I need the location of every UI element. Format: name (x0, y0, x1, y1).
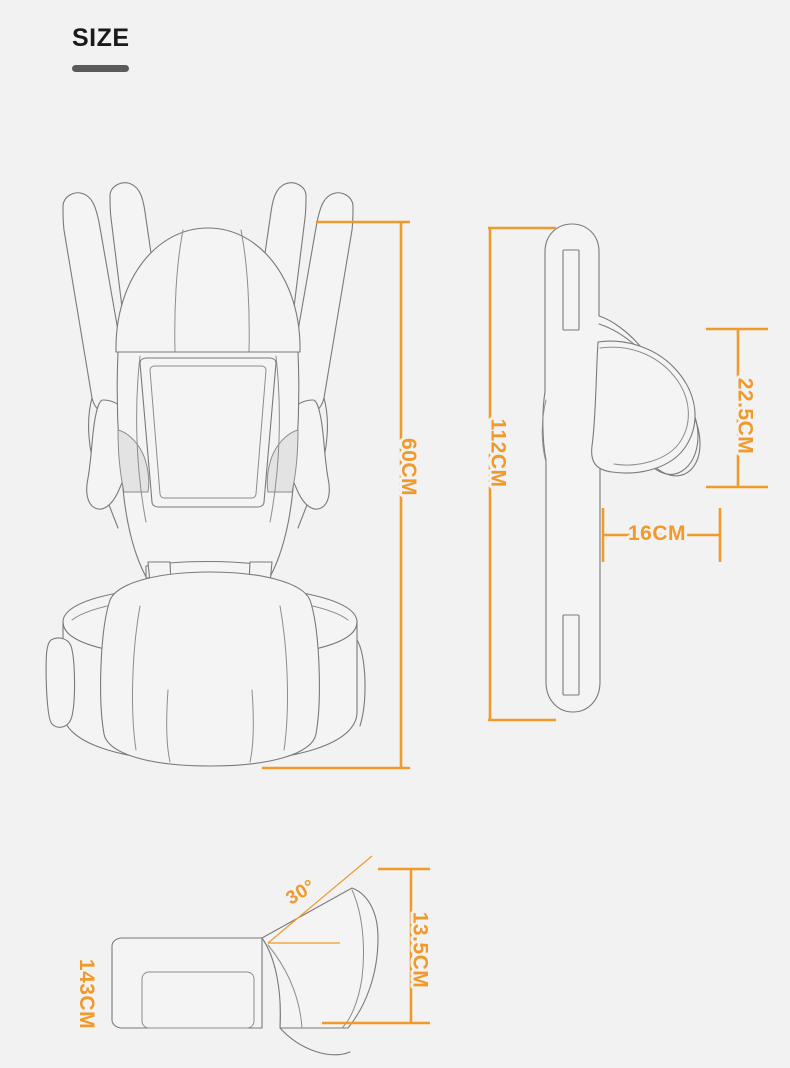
title-underline-rule (72, 65, 129, 72)
page-title: SIZE (72, 24, 130, 52)
dimension-lines-group (262, 220, 768, 1025)
dimension-label-60cm: 60CM (397, 437, 421, 497)
dimension-label-16cm: 16CM (628, 522, 687, 545)
dimension-label-13-5cm: 13.5CM (408, 911, 432, 989)
side-view-group (541, 223, 701, 713)
dimension-label-143cm: 143CM (75, 958, 99, 1030)
hip-seat-view-group (111, 855, 379, 1056)
dimension-label-112cm: 112CM (486, 418, 510, 488)
front-view-group (45, 182, 366, 767)
dimension-label-22-5cm: 22.5CM (733, 377, 757, 455)
page-header: SIZE (72, 26, 372, 72)
